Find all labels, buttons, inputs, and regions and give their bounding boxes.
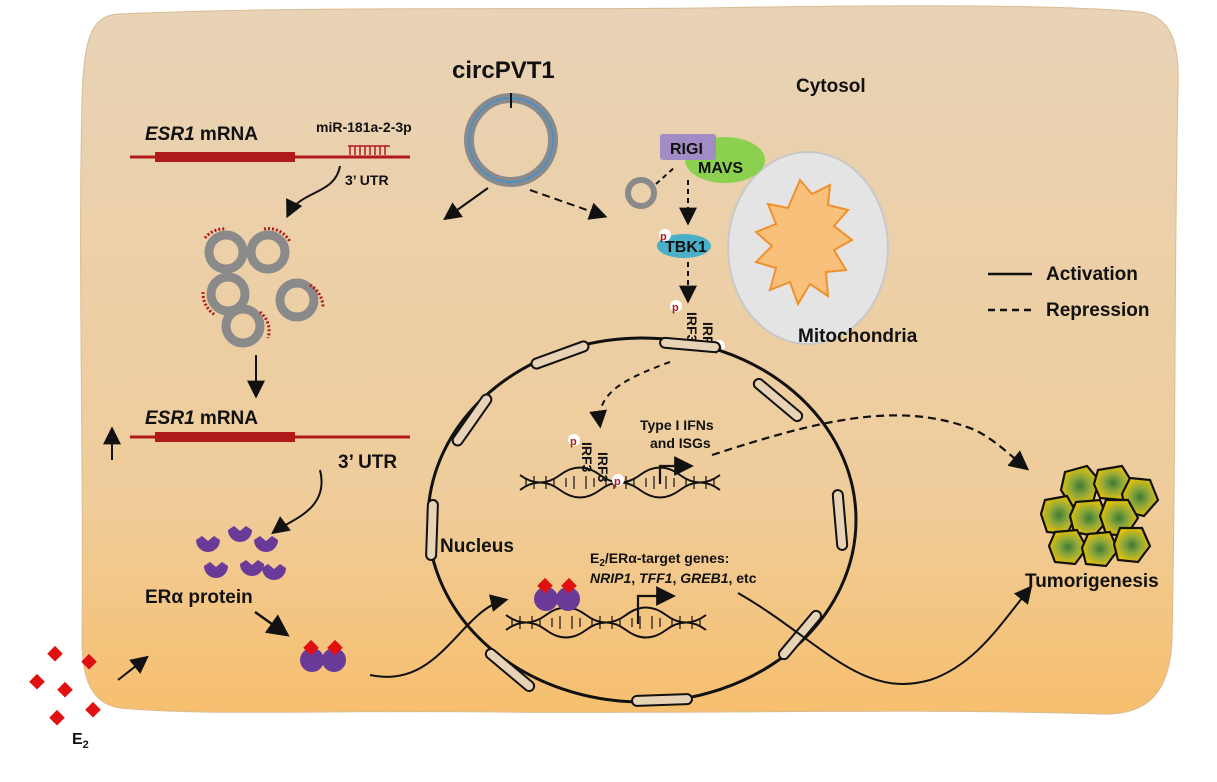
era-protein-label: ERα protein	[145, 587, 253, 608]
circpvt1-label: circPVT1	[452, 57, 555, 84]
irf3-nuc-b: IRF3	[595, 452, 611, 483]
esr1-label-mid: ESR1 mRNA	[145, 408, 258, 429]
circpvt1-ring	[464, 93, 558, 187]
cytosol-label: Cytosol	[796, 76, 866, 97]
rigi-box	[660, 134, 716, 160]
phospho-irf3-nuc-a	[568, 434, 580, 446]
mavs-label: MAVS	[698, 160, 743, 177]
target-genes-line2: NRIP1, TFF1, GREB1, etc	[590, 570, 757, 586]
era-e2-on-dna	[534, 577, 580, 611]
arrow-protein-to-complex	[254, 610, 290, 637]
mitochondria-inner	[754, 178, 854, 307]
p-label-tbk1: p	[660, 231, 667, 243]
arrow-e2-into-cell	[117, 655, 149, 681]
rigi-label: RIGI	[670, 141, 703, 158]
legend-activation: Activation	[1046, 264, 1138, 285]
mirna-arcs	[201, 227, 325, 339]
mrna-cds-mid	[155, 432, 295, 442]
arrow-mrna-to-protein	[271, 469, 323, 535]
legend-repression: Repression	[1046, 300, 1149, 321]
mir-binding-marks	[348, 145, 390, 155]
era-protein-cluster	[196, 526, 286, 580]
utr-label-mid: 3’ UTR	[338, 452, 397, 473]
typei-line2: and ISGs	[650, 435, 711, 451]
p-label-irf3-nuc-a: p	[570, 436, 577, 448]
utr-label-top: 3’ UTR	[345, 172, 389, 188]
tumor-cluster	[1039, 464, 1160, 568]
mitochondria-label: Mitochondria	[798, 326, 918, 347]
line-circ-rigi	[655, 165, 677, 185]
mir-label: miR-181a-2-3p	[316, 119, 412, 135]
cell-membrane	[80, 5, 1179, 715]
tbk1-shape	[657, 234, 711, 258]
legend: Activation Repression	[988, 264, 1149, 321]
arrow-complex-to-nucleus	[369, 594, 509, 678]
dna-rungs-bottom	[511, 616, 701, 629]
tss-arrow-top	[658, 456, 694, 484]
circ-sponge-cluster	[204, 230, 319, 348]
nucleus-label: Nucleus	[440, 536, 514, 557]
phospho-irf3-a	[670, 300, 682, 312]
typei-line1: Type I IFNs	[640, 417, 714, 433]
mrna-cds-top	[155, 152, 295, 162]
phospho-tbk1	[659, 229, 671, 241]
era-e2-dimer	[300, 639, 346, 672]
p-label-irf3-nuc-b: p	[614, 476, 621, 488]
tumorigenesis-label: Tumorigenesis	[1025, 571, 1159, 592]
arrow-irf3-to-nucleus	[589, 361, 671, 429]
dna-strand-bottom	[505, 606, 707, 639]
tss-arrow-bottom	[636, 586, 676, 624]
arrow-mir-to-circ	[286, 165, 341, 219]
arrow-circ-activation	[443, 187, 489, 221]
arrow-circ-repression	[529, 189, 608, 220]
target-genes-line1: E2/ERα-target genes:	[590, 550, 729, 569]
irf3-nuc-a: IRF3	[579, 442, 595, 473]
e2-label: E2	[72, 731, 89, 751]
circ-rigi-bound	[625, 177, 657, 209]
tbk1-label: TBK1	[665, 239, 707, 256]
irf3-cyto-a: IRF3	[684, 312, 700, 343]
esr1-label-top: ESR1 mRNA	[145, 124, 258, 145]
nuclear-pores	[425, 336, 849, 707]
arrow-era-to-tumor	[737, 585, 1033, 685]
phospho-irf3-nuc-b	[612, 474, 624, 486]
p-label-irf3-a: p	[672, 302, 679, 314]
arrow-ifn-to-tumor	[711, 414, 1030, 471]
